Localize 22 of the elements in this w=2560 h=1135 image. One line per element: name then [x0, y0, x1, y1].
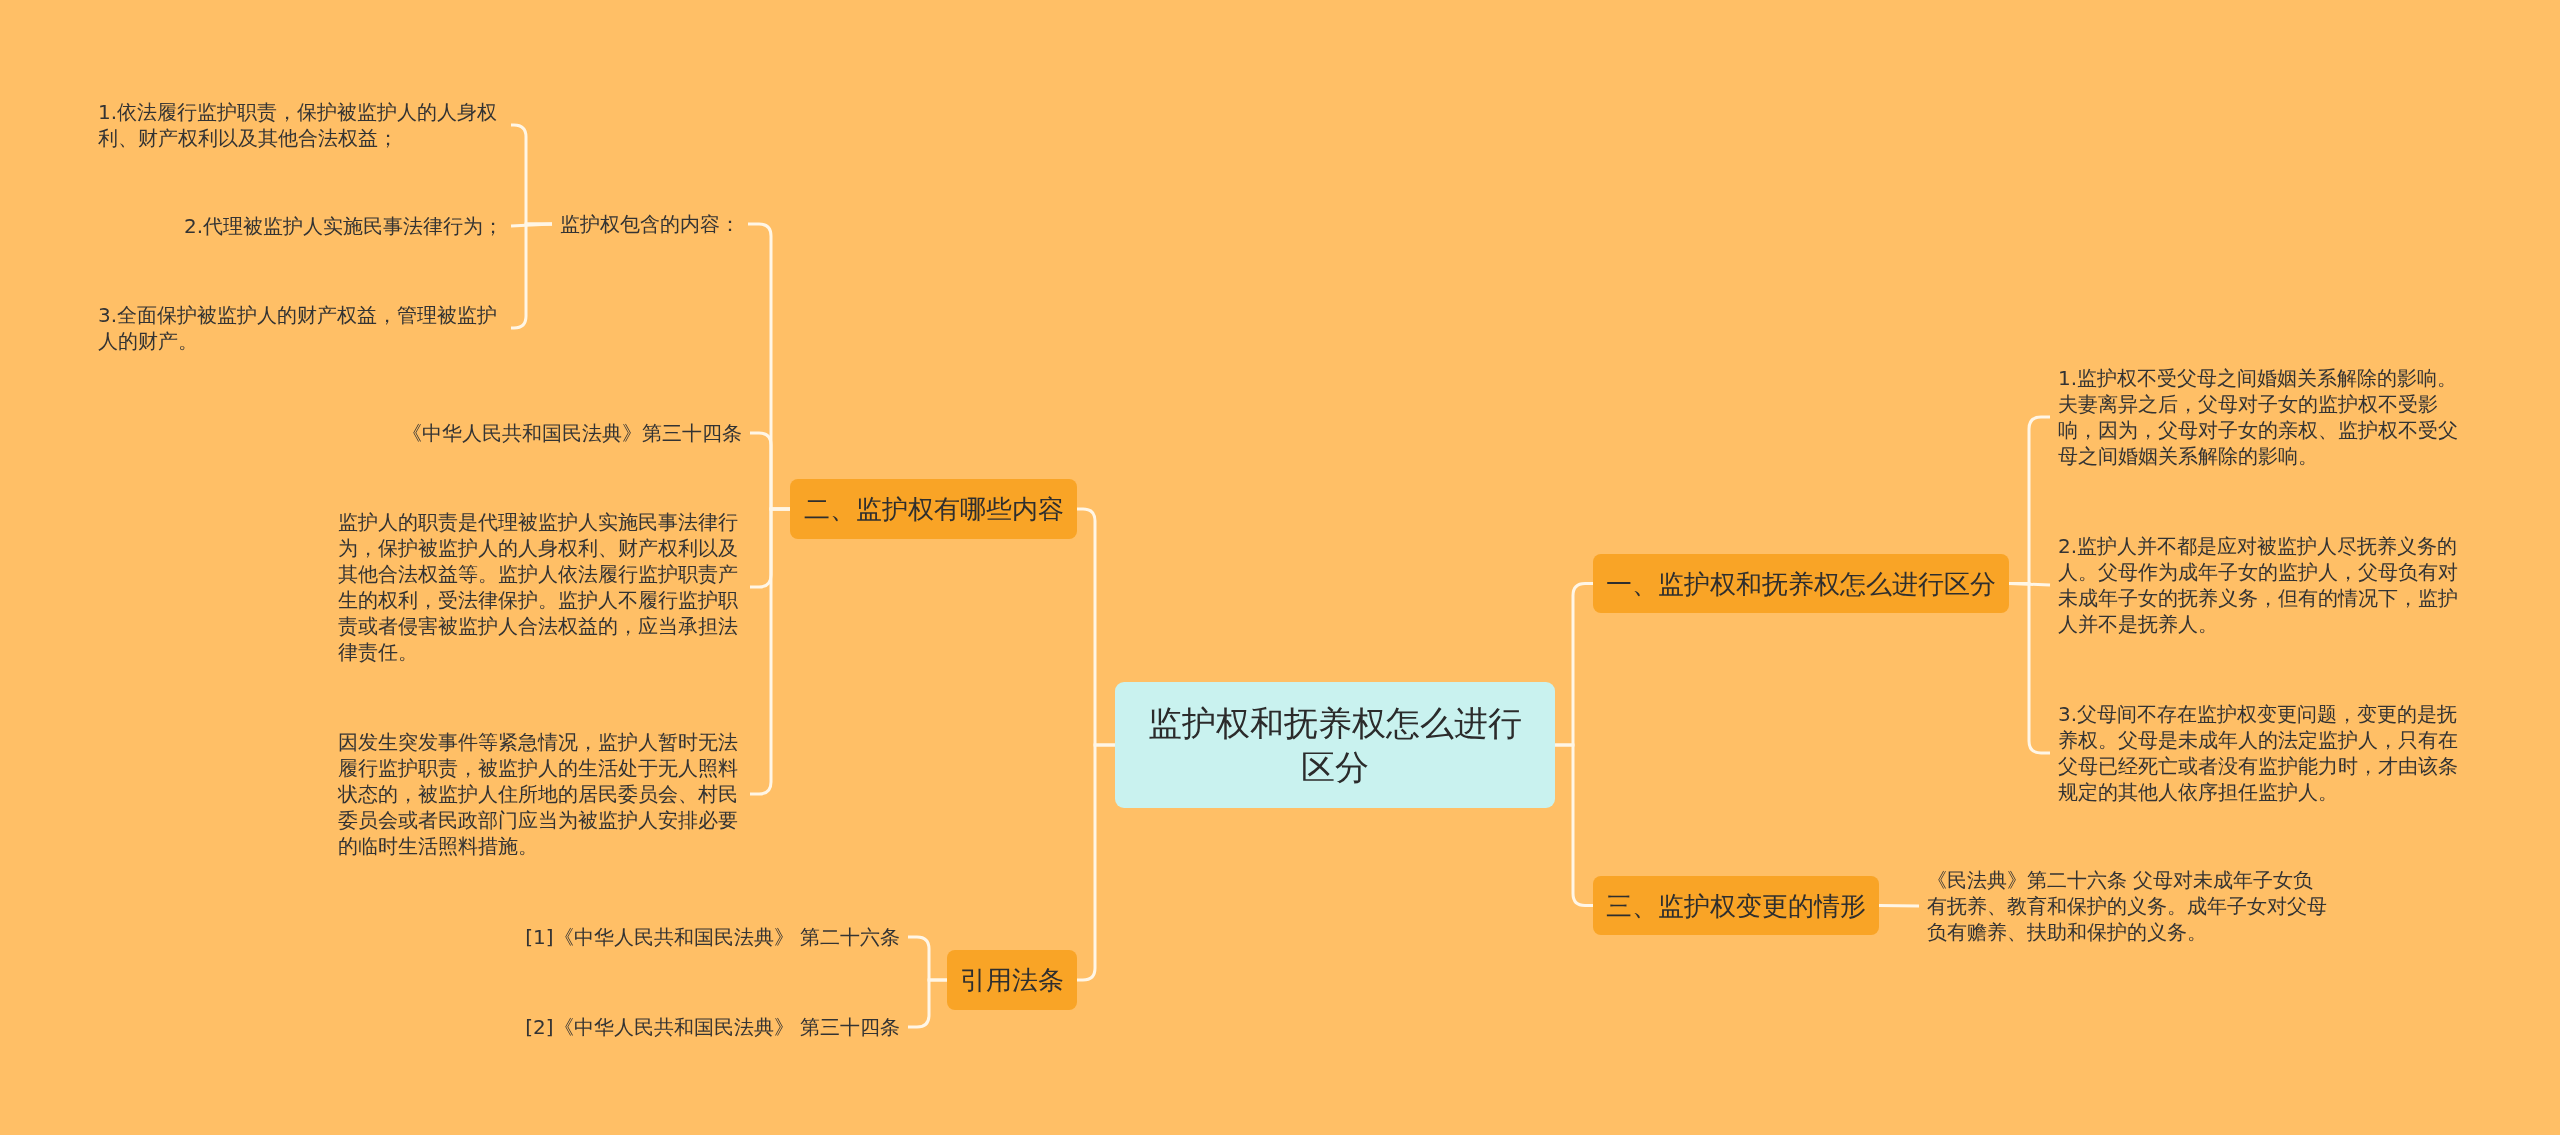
topic-text: 监护人的职责是代理被监护人实施民事法律行为，保护被监护人的人身权利、财产权利以及其他合法权益等。监护人依法履行监护职责产生的权利，受法律保护。监护人不履行监护职责或者侵害被监护人合法权益的，应当承担法律责任。 — [330, 507, 750, 667]
topic-text: 《民法典》第二十六条 父母对未成年子女负有抚养、教育和保护的义务。成年子女对父母负有赡养、扶助和保护的义务。 — [1919, 865, 2337, 947]
topic-text: 1.监护权不受父母之间婚姻关系解除的影响。夫妻离异之后，父母对子女的监护权不受影响，因为，父母对子女的亲权、监护权不受父母之间婚姻关系解除的影响。 — [2050, 363, 2470, 471]
topic-box: 三、监护权变更的情形 — [1593, 876, 1879, 935]
topic-text: 2.监护人并不都是应对被监护人尽抚养义务的人。父母作为成年子女的监护人，父母负有对未成年子女的抚养义务，但有的情况下，监护人并不是抚养人。 — [2050, 531, 2470, 639]
topic-box: 二、监护权有哪些内容 — [790, 479, 1077, 539]
topic-text: 3.全面保护被监护人的财产权益，管理被监护人的财产。 — [90, 300, 511, 356]
topic-text: 1.依法履行监护职责，保护被监护人的人身权利、财产权利以及其他合法权益； — [90, 97, 511, 153]
central-topic-box: 监护权和抚养权怎么进行区分 — [1115, 682, 1555, 808]
topic-text: [1]《中华人民共和国民法典》 第二十六条 — [517, 922, 908, 952]
topic-text: 监护权包含的内容： — [552, 209, 748, 239]
topic-box: 引用法条 — [947, 950, 1077, 1010]
connector-line — [1077, 743, 1115, 982]
topic-text: 因发生突发事件等紧急情况，监护人暂时无法履行监护职责，被监护人的生活处于无人照料状态的，被监护人住所地的居民委员会、村民委员会或者民政部门应当为被监护人安排必要的临时生活照料措施。 — [330, 727, 750, 861]
topic-box: 一、监护权和抚养权怎么进行区分 — [1593, 554, 2009, 613]
topic-text: 2.代理被监护人实施民事法律行为； — [175, 211, 511, 241]
topic-text: 3.父母间不存在监护权变更问题，变更的是抚养权。父母是未成年人的法定监护人，只有在父母已经死亡或者没有监护能力时，才由该条规定的其他人依序担任监护人。 — [2050, 699, 2470, 807]
connector-line — [1555, 743, 1593, 907]
connector-line — [1878, 904, 1920, 908]
topic-text: [2]《中华人民共和国民法典》 第三十四条 — [517, 1012, 908, 1042]
connector-line — [908, 978, 947, 1029]
topic-text: 《中华人民共和国民法典》第三十四条 — [394, 418, 750, 448]
